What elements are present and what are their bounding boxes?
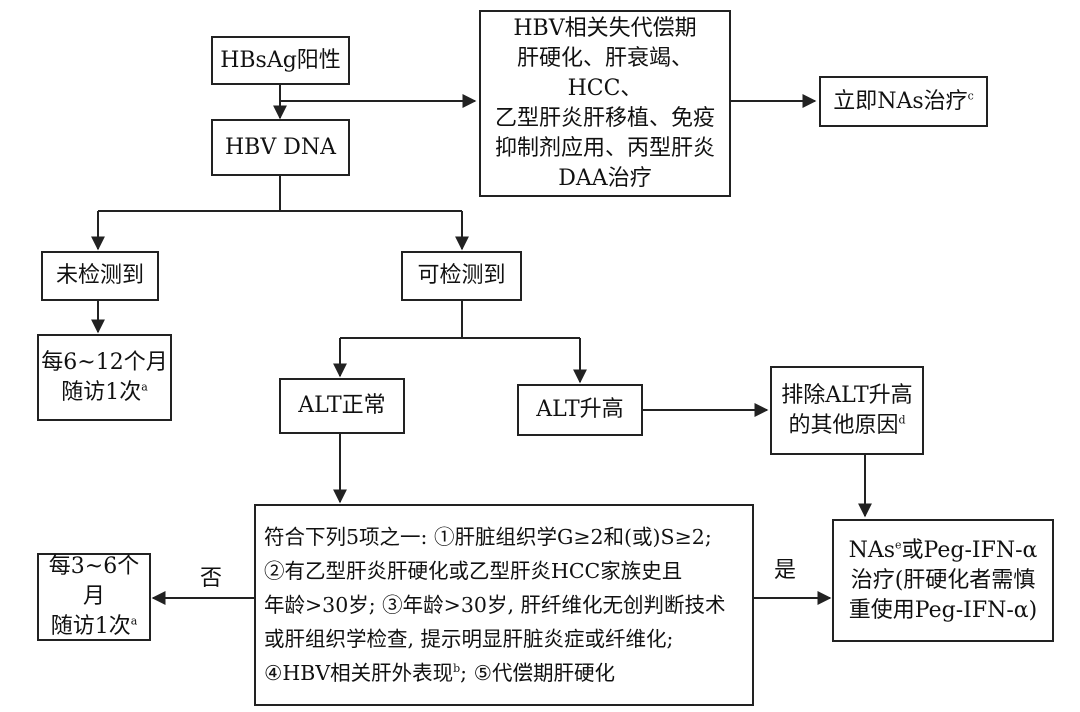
node-immediate-nas: 立即NAs治疗c bbox=[819, 76, 988, 127]
node-criteria: 符合下列5项之一: ①肝脏组织学G≥2和(或)S≥2; ②有乙型肝炎肝硬化或乙型… bbox=[254, 504, 754, 706]
node-text-main: 或Peg-IFN-α bbox=[901, 537, 1038, 563]
node-text: 排除ALT升高 bbox=[781, 382, 913, 408]
node-decompensated: HBV相关失代偿期 肝硬化、肝衰竭、HCC、 乙型肝炎肝移植、免疫 抑制剂应用、… bbox=[479, 10, 731, 197]
node-hbsag-positive: HBsAg阳性 bbox=[211, 36, 350, 85]
edge-label-no: 否 bbox=[200, 566, 223, 591]
node-text: 的其他原因d bbox=[788, 411, 905, 441]
node-detected: 可检测到 bbox=[401, 251, 522, 301]
footnote-marker: a bbox=[141, 380, 148, 394]
node-text: 立即NAs治疗c bbox=[833, 87, 974, 117]
edge-label-yes: 是 bbox=[774, 558, 797, 583]
node-not-detected: 未检测到 bbox=[41, 251, 159, 301]
node-text: ALT升高 bbox=[536, 397, 624, 422]
node-text: 抑制剂应用、丙型肝炎 bbox=[494, 135, 715, 161]
footnote-marker: d bbox=[898, 413, 906, 427]
node-text: ALT正常 bbox=[298, 393, 386, 418]
criteria-text: ; ⑤代偿期肝硬化 bbox=[460, 661, 615, 685]
criteria-line: ④HBV相关肝外表现b; ⑤代偿期肝硬化 bbox=[264, 656, 615, 690]
footnote-marker: e bbox=[895, 538, 902, 552]
node-text: 每6~12个月 bbox=[41, 349, 168, 375]
criteria-text: ④HBV相关肝外表现 bbox=[264, 661, 454, 685]
node-text: HBV DNA bbox=[224, 134, 336, 160]
node-alt-normal: ALT正常 bbox=[279, 378, 405, 434]
footnote-marker: b bbox=[453, 662, 461, 676]
footnote-marker: c bbox=[967, 89, 974, 103]
node-text: 每3~6个月 bbox=[48, 554, 140, 609]
node-text: HBsAg阳性 bbox=[220, 47, 341, 73]
criteria-line: 符合下列5项之一: ①肝脏组织学G≥2和(或)S≥2; bbox=[264, 525, 712, 549]
node-followup-6-12: 每6~12个月 随访1次a bbox=[37, 334, 172, 421]
criteria-line: ②有乙型肝炎肝硬化或乙型肝炎HCC家族史且 bbox=[264, 559, 683, 583]
node-text: NAse或Peg-IFN-α bbox=[849, 536, 1038, 566]
node-text: 治疗(肝硬化者需慎 bbox=[850, 567, 1036, 593]
node-text: DAA治疗 bbox=[558, 165, 652, 191]
node-alt-elevated: ALT升高 bbox=[517, 384, 643, 436]
criteria-line: 或肝组织学检查, 提示明显肝脏炎症或纤维化; bbox=[264, 627, 674, 651]
node-treatment: NAse或Peg-IFN-α 治疗(肝硬化者需慎 重使用Peg-IFN-α) bbox=[832, 519, 1054, 642]
footnote-marker: a bbox=[130, 614, 138, 628]
node-followup-3-6: 每3~6个月 随访1次a bbox=[37, 553, 151, 641]
node-text: 未检测到 bbox=[55, 263, 144, 288]
node-text: 随访1次a bbox=[51, 612, 138, 642]
node-text-main: NAs bbox=[848, 537, 896, 563]
node-text: 肝硬化、肝衰竭、HCC、 bbox=[516, 45, 693, 101]
node-text-main: 随访1次 bbox=[50, 614, 131, 639]
node-text-main: 立即NAs治疗 bbox=[833, 88, 968, 114]
node-text: 重使用Peg-IFN-α) bbox=[848, 597, 1038, 623]
node-text: HBV相关失代偿期 bbox=[513, 15, 697, 41]
node-text: 可检测到 bbox=[417, 263, 506, 288]
node-text: 乙型肝炎肝移植、免疫 bbox=[494, 105, 715, 131]
node-exclude-other-causes: 排除ALT升高 的其他原因d bbox=[770, 366, 924, 455]
criteria-line: 年龄>30岁; ③年龄>30岁, 肝纤维化无创判断技术 bbox=[264, 593, 726, 617]
node-text-main: 的其他原因 bbox=[788, 412, 899, 438]
node-text-main: 随访1次 bbox=[61, 379, 142, 405]
node-text: 随访1次a bbox=[61, 378, 148, 408]
node-hbv-dna: HBV DNA bbox=[211, 119, 350, 176]
